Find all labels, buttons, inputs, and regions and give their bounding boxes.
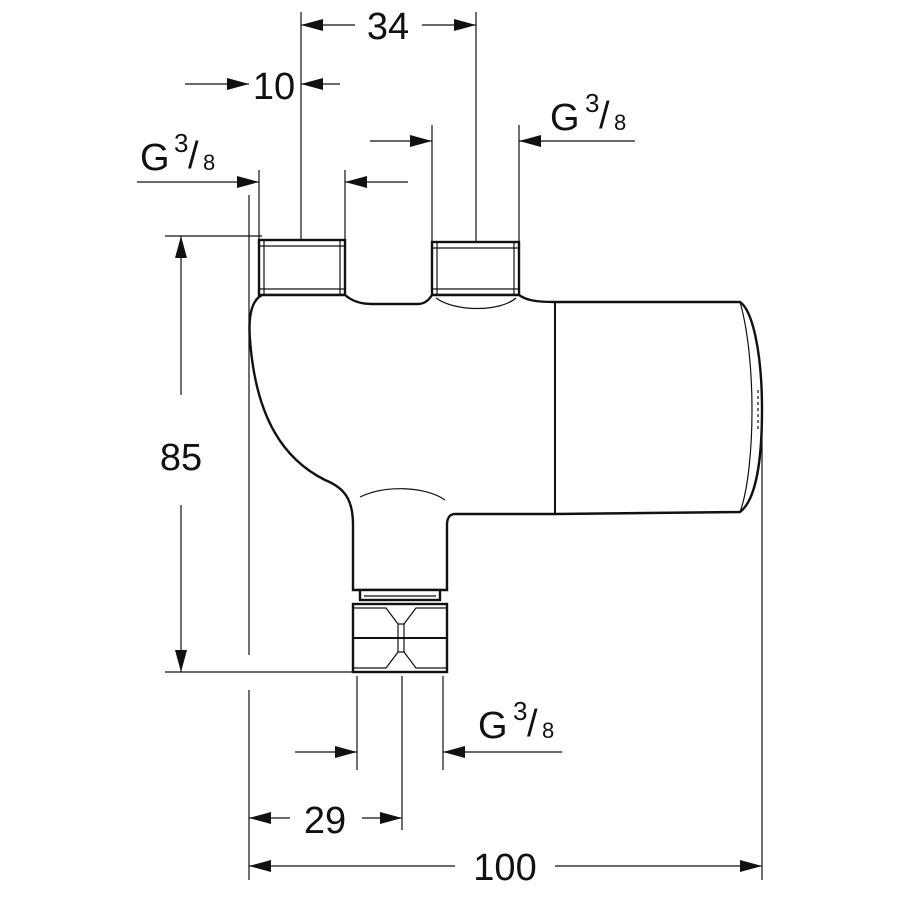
thread-bottom: G 3 / 8	[295, 696, 562, 758]
dim-100-label: 100	[473, 847, 536, 889]
dim-100: 100	[249, 847, 762, 889]
dim-29: 29	[249, 800, 402, 842]
dim-85: 85	[160, 236, 202, 672]
dim-10: 10	[185, 66, 340, 108]
valve-body	[248, 238, 764, 674]
thread-right-top-den: 8	[614, 110, 626, 135]
thread-right-top: G 3 / 8	[370, 88, 635, 147]
thread-bottom-g: G	[478, 705, 508, 747]
thread-left-top-sep: /	[188, 135, 199, 177]
thread-bottom-sep: /	[527, 703, 538, 745]
thread-right-top-g: G	[550, 97, 580, 139]
thread-left-top-num: 3	[174, 128, 188, 158]
thread-bottom-num: 3	[513, 696, 527, 726]
dim-29-label: 29	[304, 800, 346, 842]
dim-85-label: 85	[160, 437, 202, 479]
thread-left-top-g: G	[140, 137, 170, 179]
dim-34: 34	[301, 6, 476, 48]
thread-left-top: G 3 / 8	[137, 128, 408, 188]
dim-34-label: 34	[367, 6, 409, 48]
extension-lines	[165, 12, 763, 880]
thread-bottom-den: 8	[542, 718, 554, 743]
thread-right-top-num: 3	[585, 88, 599, 118]
thread-right-top-sep: /	[599, 95, 610, 137]
dim-10-label: 10	[253, 66, 295, 108]
thread-left-top-den: 8	[203, 150, 215, 175]
